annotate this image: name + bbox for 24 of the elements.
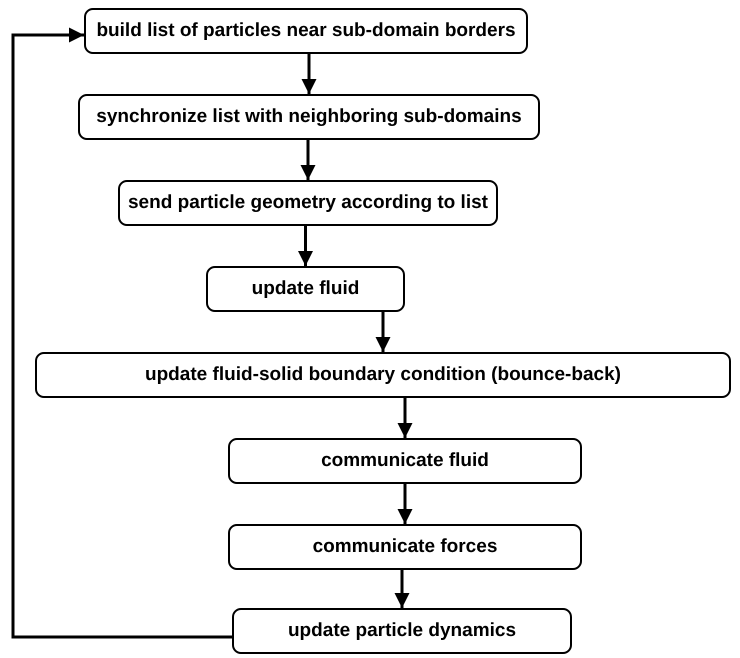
process-box bbox=[206, 266, 405, 312]
process-box bbox=[228, 438, 582, 484]
step-text: communicate fluid bbox=[321, 450, 489, 472]
process-box bbox=[118, 180, 498, 226]
process-box bbox=[228, 524, 582, 570]
arrow bbox=[398, 398, 412, 438]
process-box bbox=[35, 352, 731, 398]
process-box bbox=[84, 8, 528, 54]
arrow bbox=[298, 226, 313, 266]
step-text: update particle dynamics bbox=[288, 620, 516, 642]
arrow bbox=[376, 312, 390, 352]
process-box bbox=[78, 94, 540, 140]
arrow bbox=[394, 570, 410, 608]
step-text: communicate forces bbox=[312, 536, 498, 558]
arrow bbox=[398, 484, 412, 524]
process-box bbox=[232, 608, 572, 654]
step-text: build list of particles near sub-domain borders bbox=[96, 20, 516, 42]
step-text: synchronize list with neighboring sub-domains bbox=[96, 106, 522, 128]
step-text: update fluid-solid boundary condition (bounce-back) bbox=[144, 364, 622, 386]
arrow bbox=[300, 140, 316, 180]
step-text: update fluid bbox=[252, 278, 360, 300]
step-text: send particle geometry according to list bbox=[128, 192, 488, 214]
arrow bbox=[302, 54, 316, 94]
arrow bbox=[12, 28, 232, 638]
